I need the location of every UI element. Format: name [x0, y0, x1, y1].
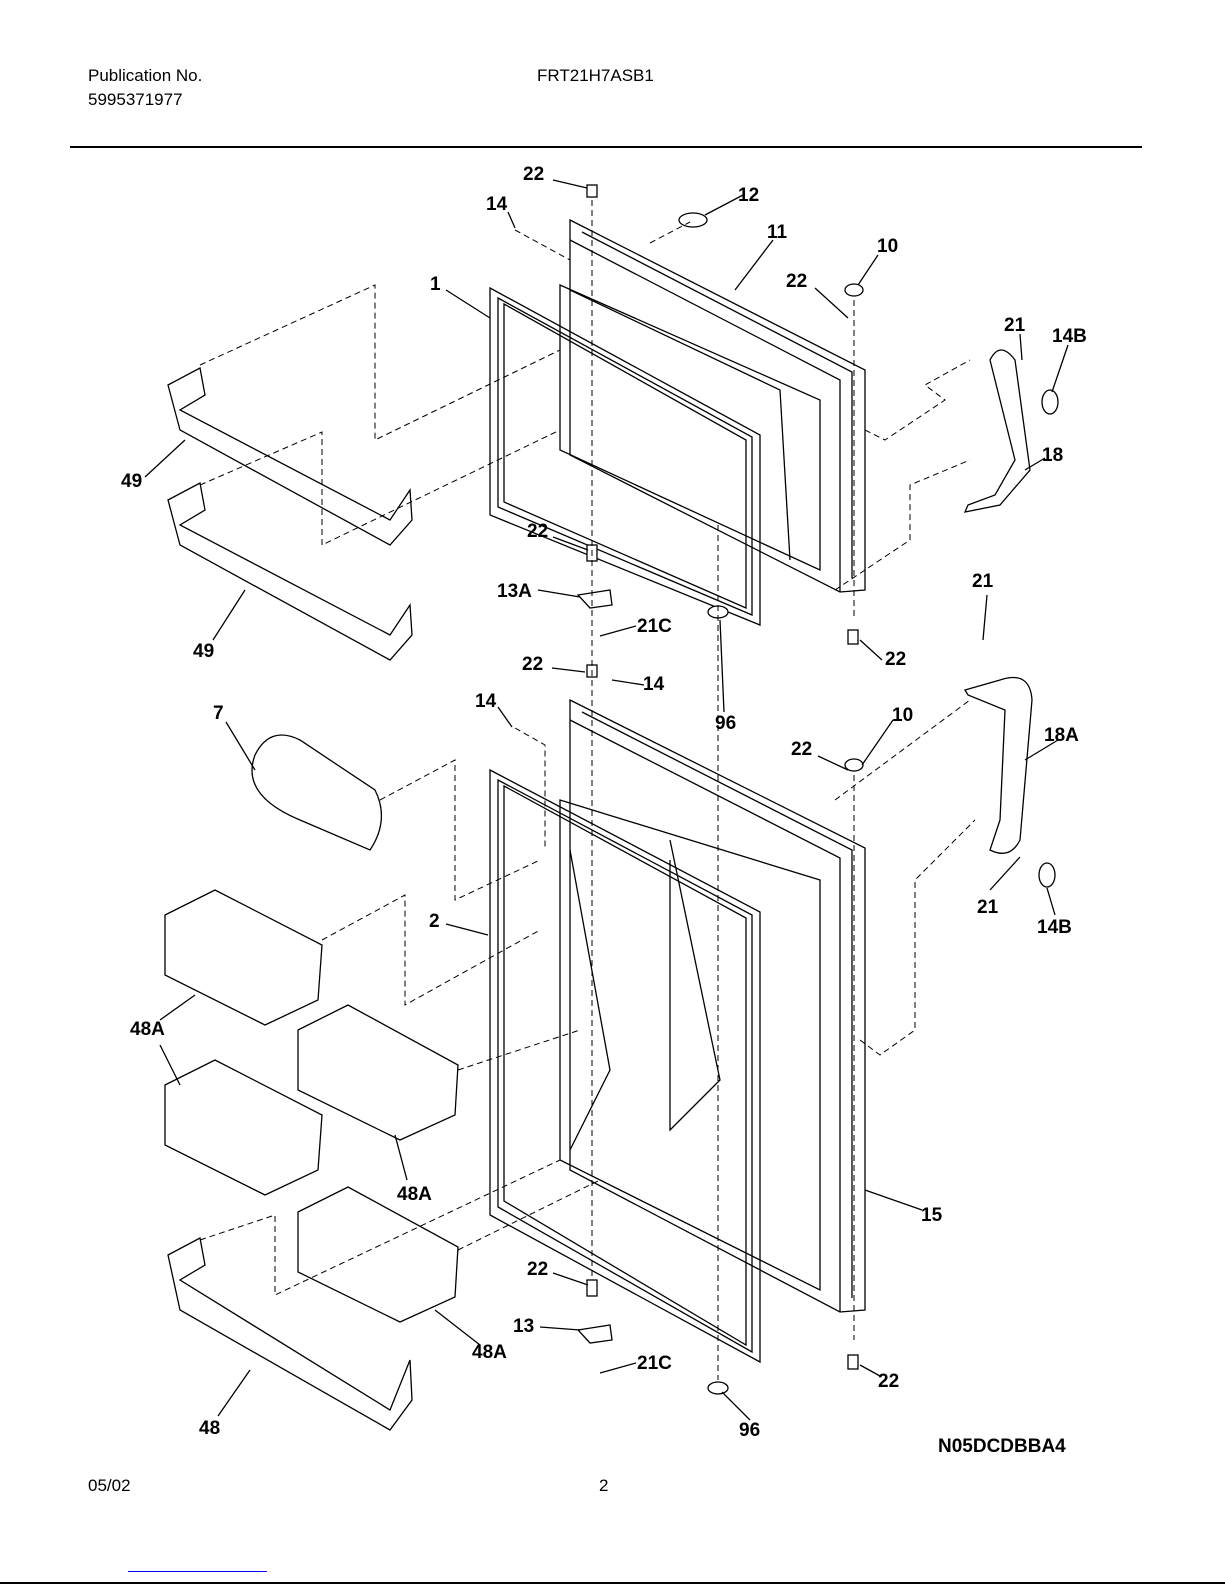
dairy-door-7: [252, 735, 381, 850]
callout: 49: [193, 641, 214, 662]
footer-date: 05/02: [88, 1476, 131, 1496]
handle-18A: [965, 678, 1032, 854]
fresh-food-door: [560, 700, 865, 1312]
callout: 14: [475, 691, 497, 712]
callout: 96: [739, 1420, 760, 1441]
diagram-code: N05DCDBBA4: [938, 1436, 1066, 1457]
callout: 22: [527, 521, 548, 542]
door-bins-48A: [165, 890, 458, 1322]
callout: 48A: [472, 1342, 507, 1363]
callout: 18A: [1044, 725, 1079, 746]
callout: 14: [643, 674, 665, 695]
door-shelf-49-lower: [168, 483, 412, 660]
callout: 21C: [637, 1353, 672, 1374]
callout: 13: [513, 1316, 534, 1337]
handle-18: [965, 350, 1030, 512]
callout: 12: [738, 185, 759, 206]
callout: 21C: [637, 616, 672, 637]
callout: 49: [121, 471, 142, 492]
callout: 14B: [1037, 917, 1072, 938]
callout: 22: [885, 649, 906, 670]
callout: 22: [878, 1371, 899, 1392]
callout: 21: [977, 897, 999, 918]
callout: 22: [523, 164, 544, 185]
callout: 14B: [1052, 326, 1087, 347]
callout: 10: [877, 236, 898, 257]
callout: 15: [921, 1205, 943, 1226]
callout: 48A: [397, 1184, 432, 1205]
callout: 48: [199, 1418, 220, 1439]
callout: 7: [213, 703, 224, 724]
callout: 13A: [497, 581, 532, 602]
callout: 22: [527, 1259, 548, 1280]
callout: 14: [486, 194, 508, 215]
callout: 96: [715, 713, 736, 734]
footer-page-number: 2: [599, 1476, 608, 1496]
callout: 1: [430, 274, 441, 295]
callout: 22: [786, 271, 807, 292]
callout: 2: [429, 911, 440, 932]
callout: 10: [892, 705, 913, 726]
callout: 21: [972, 571, 994, 592]
callout: 48A: [130, 1019, 165, 1040]
callout: 22: [791, 739, 812, 760]
freezer-door: [560, 220, 865, 592]
callout: 18: [1042, 445, 1063, 466]
callout: 22: [522, 654, 543, 675]
link-underline[interactable]: [128, 1571, 267, 1572]
bottom-rule: [0, 1582, 1225, 1584]
callout: 21: [1004, 315, 1026, 336]
callout: 11: [767, 222, 788, 243]
